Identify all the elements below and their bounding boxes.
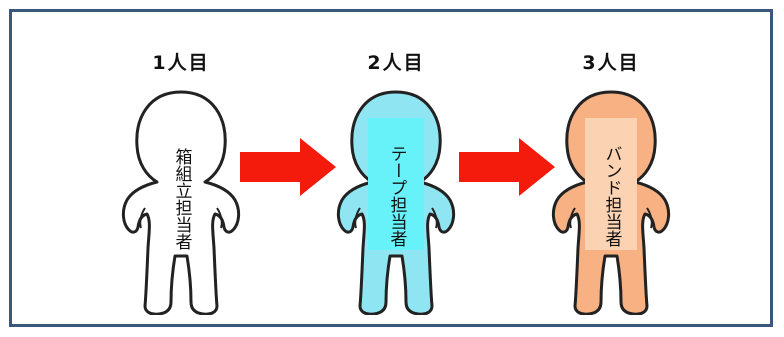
person-3-label: 3人目	[582, 52, 640, 74]
person-1: 1人目 箱組立担当者	[121, 42, 241, 315]
person-3-role-highlight	[585, 118, 637, 250]
person-3-role: バンド担当者	[601, 145, 622, 247]
person-2-role: テープ担当者	[386, 145, 407, 247]
person-1-figure	[121, 90, 241, 315]
arrow-1-to-2	[240, 138, 336, 196]
person-1-label: 1人目	[152, 52, 210, 74]
person-2-role-highlight	[368, 118, 424, 250]
person-2-figure	[336, 90, 456, 315]
person-2: 2人目 テープ担当者	[336, 42, 456, 315]
person-2-label: 2人目	[367, 52, 425, 74]
arrow-2-to-3	[459, 138, 555, 196]
person-1-role: 箱組立担当者	[171, 148, 192, 250]
person-3-figure	[551, 90, 671, 315]
person-3: 3人目 バンド担当者	[551, 42, 671, 315]
person-1-body	[121, 90, 241, 315]
